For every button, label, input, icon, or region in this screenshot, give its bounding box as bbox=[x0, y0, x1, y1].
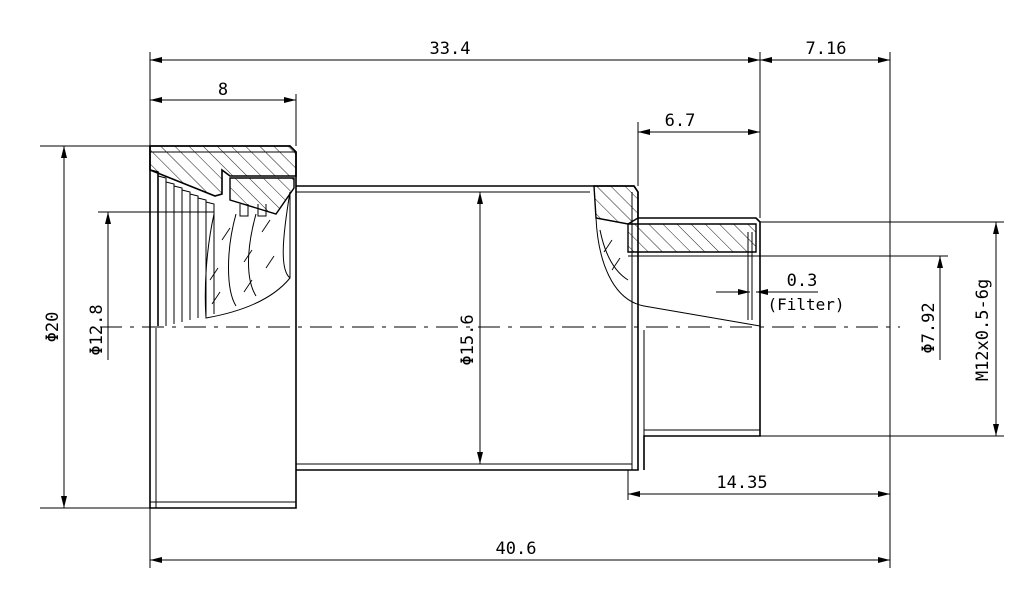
dim-overall-length: 40.6 bbox=[496, 539, 537, 559]
dim-overall-top: 33.4 bbox=[430, 39, 471, 59]
dim-filter-label: (Filter) bbox=[767, 295, 844, 314]
thread-steps bbox=[149, 169, 267, 326]
dim-right-offset: 7.16 bbox=[806, 39, 847, 59]
dim-inner-dia: Φ12.8 bbox=[87, 304, 107, 355]
lens-elements bbox=[204, 191, 761, 327]
dimension-lines bbox=[40, 52, 1004, 568]
dim-step-width: 6.7 bbox=[665, 111, 696, 131]
dim-thread-spec: M12x0.5-6g bbox=[973, 279, 993, 381]
dim-bore-dia: Φ7.92 bbox=[919, 302, 939, 353]
dim-thread-length: 14.35 bbox=[716, 473, 767, 493]
dim-nut-width: 8 bbox=[218, 80, 228, 100]
dim-filter-value: 0.3 bbox=[787, 271, 818, 291]
dim-outer-dia: Φ20 bbox=[43, 312, 63, 343]
dim-body-dia: Φ15.6 bbox=[458, 314, 478, 365]
hatched-sections bbox=[149, 145, 760, 320]
